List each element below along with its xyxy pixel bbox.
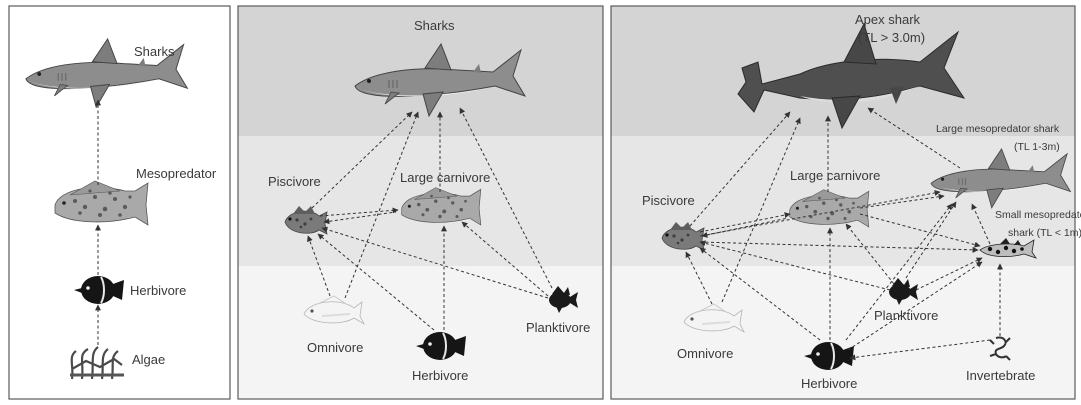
- label-sharks: Sharks: [414, 18, 455, 33]
- label-mesopredator: Mesopredator: [136, 166, 217, 181]
- label-piscivore: Piscivore: [642, 193, 695, 208]
- label-piscivore: Piscivore: [268, 174, 321, 189]
- label-sharks: Sharks: [134, 44, 175, 59]
- label-large-mesopredator-shark: Large mesopredator shark: [936, 123, 1060, 135]
- label-small-mesopredator-size: shark (TL < 1m): [1008, 227, 1081, 239]
- label-large-mesopredator-size: (TL 1-3m): [1014, 141, 1060, 153]
- label-herbivore: Herbivore: [412, 368, 468, 383]
- label-large-carnivore: Large carnivore: [400, 170, 490, 185]
- label-herbivore: Herbivore: [801, 376, 857, 391]
- label-algae: Algae: [132, 352, 165, 367]
- label-herbivore: Herbivore: [130, 283, 186, 298]
- label-apex-shark: Apex shark: [855, 12, 921, 27]
- label-large-carnivore: Large carnivore: [790, 168, 880, 183]
- label-invertebrate: Invertebrate: [966, 368, 1035, 383]
- label-small-mesopredator: Small mesopredator: [995, 209, 1081, 221]
- label-omnivore: Omnivore: [307, 340, 363, 355]
- panel-reef-web: Sharks Piscivore Large carnivore Omnivor…: [238, 6, 603, 399]
- panel-simple-chain: Sharks Mesopredator Herbivore Algae: [9, 6, 230, 399]
- label-planktivore: Planktivore: [526, 320, 590, 335]
- label-planktivore: Planktivore: [874, 308, 938, 323]
- label-apex-shark-size: (TL > 3.0m): [858, 30, 925, 45]
- label-omnivore: Omnivore: [677, 346, 733, 361]
- panel-shark-size-web: Apex shark (TL > 3.0m) Large mesopredato…: [611, 6, 1081, 399]
